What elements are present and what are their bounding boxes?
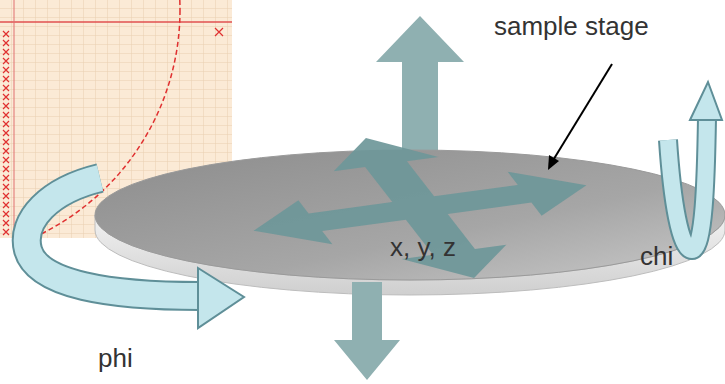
chi-rotation-arrow <box>668 82 722 250</box>
part-label: sample stage <box>494 12 649 41</box>
axis-label: phi <box>98 344 133 373</box>
phi-rotation-arrow <box>27 178 244 328</box>
leader-arrow <box>548 64 612 170</box>
xy-cross-arrow <box>199 115 640 300</box>
z-down-arrow <box>334 282 400 380</box>
axis-label: x, y, z <box>390 233 456 262</box>
axis-label: chi <box>640 242 673 271</box>
